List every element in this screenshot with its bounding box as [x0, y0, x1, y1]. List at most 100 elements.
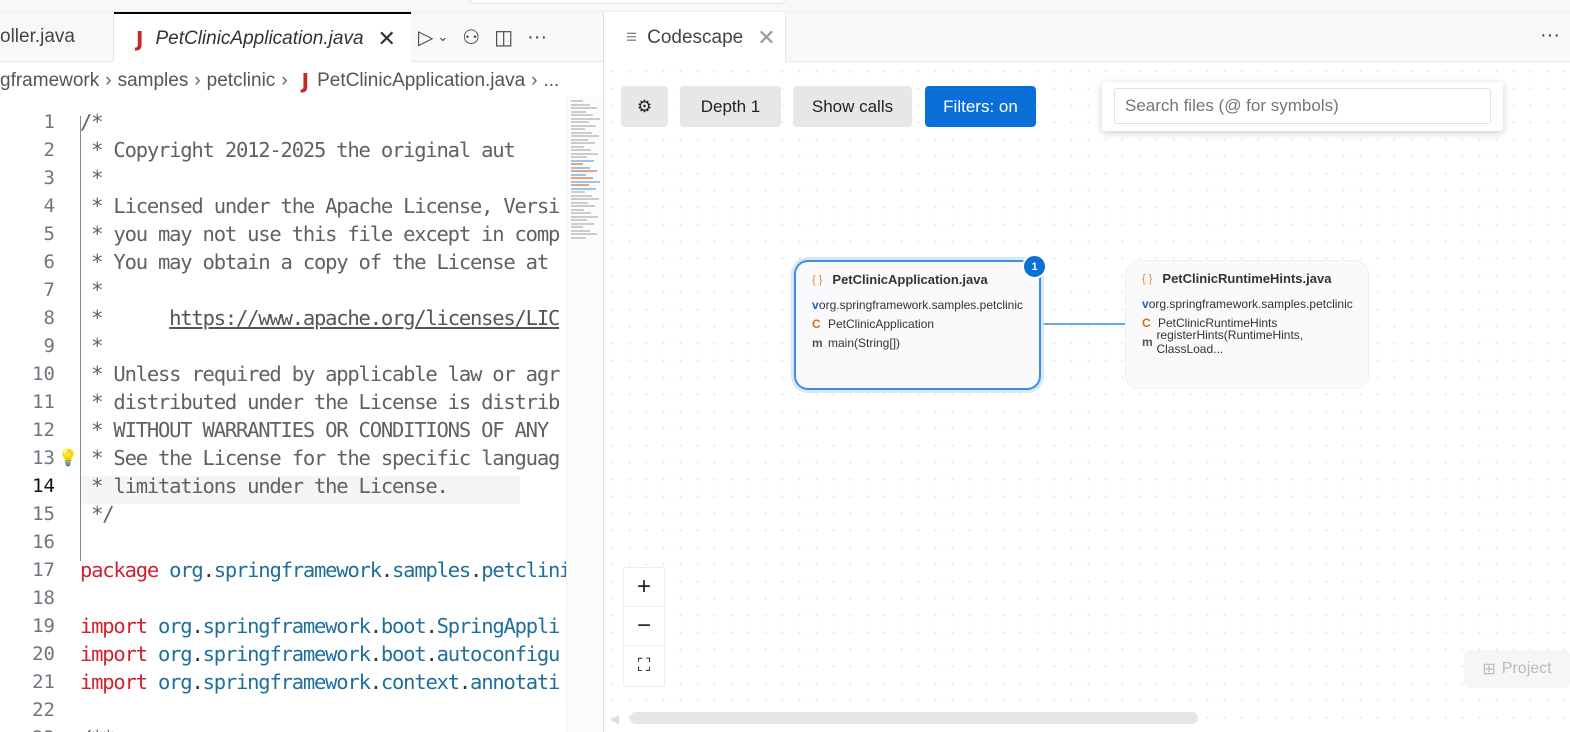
code-token: . [191, 614, 203, 638]
run-debug-icon[interactable]: ▷ [418, 26, 434, 49]
more-icon[interactable]: ··· [527, 25, 548, 48]
close-icon[interactable]: ✕ [757, 24, 776, 50]
settings-button[interactable]: ⚙ [621, 86, 668, 127]
breadcrumb-item[interactable]: PetClinicApplication.java [317, 70, 526, 91]
code-line[interactable]: 11 * distributed under the License is di… [0, 388, 566, 416]
pane-divider[interactable] [603, 12, 604, 732]
code-token: * limitations under the License. [80, 474, 449, 498]
code-token: . [369, 670, 382, 694]
filters-button[interactable]: Filters: on [925, 86, 1036, 127]
fit-view-button[interactable]: ⛶ [637, 655, 651, 675]
code-line[interactable]: 8 * https://www.apache.org/licenses/LIC [0, 304, 566, 332]
split-editor-icon[interactable]: ◫ [494, 26, 514, 49]
code-line[interactable]: 12 * WITHOUT WARRANTIES OR CONDITIONS OF… [0, 416, 566, 444]
depth-button[interactable]: Depth 1 [680, 86, 781, 127]
search-input[interactable] [1114, 88, 1491, 124]
minimap-line [571, 229, 590, 232]
minimap-line [571, 201, 588, 204]
chevron-down-icon[interactable]: ⌄ [437, 29, 449, 44]
tab-controller[interactable]: oller.java [0, 12, 114, 62]
command-center[interactable] [470, 0, 785, 4]
breadcrumb-item[interactable]: samples [117, 70, 189, 91]
license-link[interactable]: https://www.apache.org/licenses/LIC [169, 306, 560, 330]
code-token: * you may not use this file except in co… [80, 222, 560, 246]
code-editor[interactable]: 1/*2 * Copyright 2012-2025 the original … [0, 96, 566, 732]
line-number: 20 [32, 643, 55, 665]
tab-petclinic-application[interactable]: J PetClinicApplication.java ✕ [114, 12, 411, 63]
code-line[interactable]: 6 * You may obtain a copy of the License… [0, 248, 566, 276]
code-line[interactable]: 5 * you may not use this file except in … [0, 220, 566, 248]
project-button[interactable]: ⊞Project [1464, 650, 1570, 688]
java-file-icon: J [301, 69, 310, 93]
minimap-line [571, 124, 596, 127]
lightbulb-icon[interactable]: 💡 [58, 450, 78, 467]
code-line[interactable]: 1/* [0, 108, 566, 136]
line-text: * Licensed under the Apache License, Ver… [80, 192, 560, 220]
breadcrumb-item[interactable]: petclinic [206, 70, 276, 91]
code-token: boot [380, 642, 427, 666]
code-token: SpringAppli [436, 614, 561, 638]
breadcrumb-item[interactable]: ... [543, 70, 560, 91]
zoom-out-button[interactable]: − [624, 607, 664, 646]
code-line[interactable]: 13 * See the License for the specific la… [0, 444, 566, 472]
node-item-label: org.springframework.samples.petclinic [1148, 296, 1353, 311]
minimap-line [571, 121, 589, 123]
code-line[interactable]: 14 * limitations under the License. [0, 472, 566, 500]
minimap[interactable] [566, 96, 603, 732]
code-line[interactable]: 2 * Copyright 2012-2025 the original aut [0, 136, 566, 164]
code-line[interactable]: 22 [0, 696, 566, 724]
close-icon[interactable]: ✕ [377, 25, 396, 51]
minimap-line [571, 100, 583, 102]
line-text: * distributed under the License is distr… [80, 388, 560, 416]
show-calls-button[interactable]: Show calls [793, 86, 912, 127]
code-line[interactable]: 16 [0, 528, 566, 556]
scroll-left-arrow[interactable]: ◀ [610, 712, 620, 726]
code-line[interactable]: 9 * [0, 332, 566, 360]
code-line[interactable]: 18 [0, 584, 566, 612]
code-line[interactable]: 4 * Licensed under the Apache License, V… [0, 192, 566, 220]
horizontal-scrollbar[interactable] [630, 712, 1198, 724]
code-token: petclinic [481, 558, 566, 582]
code-token: . [191, 670, 203, 694]
code-token: package [80, 558, 170, 582]
minimap-line [571, 198, 599, 200]
grid-icon: ⊞ [1482, 661, 1496, 678]
code-token: springframework [202, 614, 371, 638]
more-icon[interactable]: ··· [1540, 24, 1560, 46]
minimap-line [571, 114, 593, 116]
tab-codescape[interactable]: ≡ Codescape ✕ [604, 12, 786, 63]
zoom-controls: + − ⛶ [624, 568, 664, 686]
code-line[interactable]: 15 */ [0, 500, 566, 528]
line-number: 17 [32, 559, 55, 581]
line-number: 15 [32, 503, 55, 525]
code-line[interactable]: 7 * [0, 276, 566, 304]
tab-label: PetClinicApplication.java [155, 27, 364, 49]
hierarchy-icon[interactable]: ⚇ [462, 26, 481, 49]
code-line[interactable]: 3 * [0, 164, 566, 192]
package-icon: v [1142, 296, 1149, 311]
zoom-in-button[interactable]: + [624, 568, 664, 607]
line-text: * Copyright 2012-2025 the original aut [80, 136, 516, 164]
code-token: autoconfigu [436, 642, 561, 666]
minimap-line [571, 226, 583, 228]
minimap-line [571, 131, 592, 134]
code-line[interactable]: 10 * Unless required by applicable law o… [0, 360, 566, 388]
tab-label: oller.java [0, 26, 75, 47]
minimap-line [571, 110, 586, 113]
code-line[interactable]: 23/** [0, 724, 566, 732]
minimap-line [571, 219, 587, 221]
line-number: 12 [32, 419, 55, 441]
breadcrumb-item[interactable]: gframework [0, 70, 100, 91]
